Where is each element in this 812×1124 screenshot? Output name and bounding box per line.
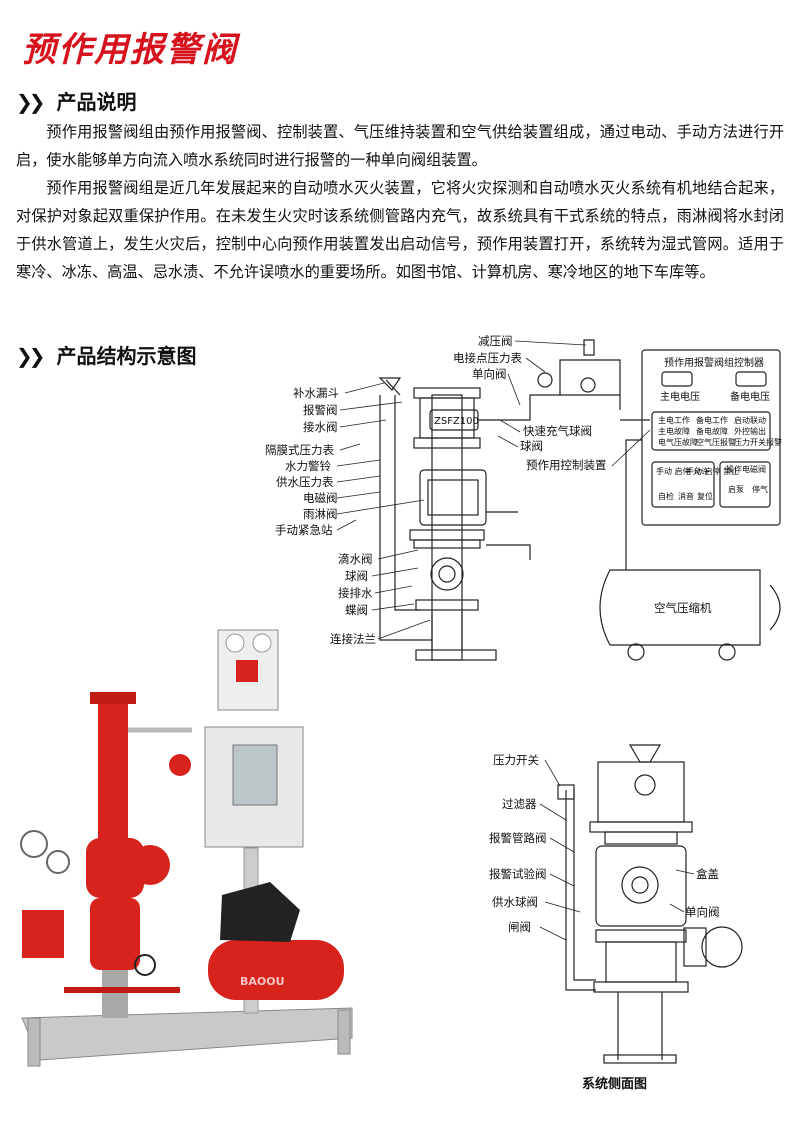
- indicator-3: 主电故障: [658, 426, 690, 436]
- section-heading-label: 产品结构示意图: [56, 344, 197, 368]
- label-deluge-valve: 雨淋阀: [303, 507, 338, 521]
- label-contact-gauge: 电接点压力表: [453, 351, 522, 365]
- top-leader-lines: [507, 340, 587, 406]
- label-preaction-control: 预作用控制装置: [526, 458, 607, 472]
- label-quick-fill-valve: 快速充气球阀: [523, 424, 592, 438]
- main-diagram-leader-lines: [336, 382, 431, 640]
- side-leader-lines: [539, 759, 695, 941]
- main-valve-drawing: [378, 339, 781, 661]
- indicator-4: 备电故障: [696, 426, 728, 436]
- ctrl-right-title: 操作电磁阀: [726, 464, 766, 474]
- indicator-8: 压力开关报警: [734, 437, 782, 447]
- section-heading-description: ❯❯ 产品说明: [16, 86, 136, 115]
- double-chevron-icon: ❯❯: [16, 90, 45, 114]
- side-view-caption: 系统侧面图: [582, 1077, 648, 1092]
- label-side-check-valve: 单向阀: [685, 905, 720, 919]
- label-water-bell: 水力警铃: [285, 459, 331, 473]
- indicator-0: 主电工作: [658, 415, 690, 425]
- label-supply-gauge: 供水压力表: [276, 475, 334, 489]
- indicator-2: 启动联动: [734, 415, 766, 425]
- ctrl-btn-2: 自检: [658, 491, 674, 501]
- controller-backup-power: 备电电压: [730, 390, 770, 403]
- label-drain-connect: 接排水: [338, 586, 373, 600]
- product-photo: BAOOU: [20, 629, 353, 1067]
- ctrl-btn-0: 手动 启停 允许: [656, 466, 709, 476]
- label-drain-valve: 接水阀: [303, 420, 338, 434]
- label-diaphragm-gauge: 隔膜式压力表: [265, 443, 334, 457]
- label-pressure-reducer: 减压阀: [478, 334, 513, 348]
- compressor-brand: BAOOU: [240, 975, 285, 988]
- controller-main-power: 主电电压: [660, 390, 700, 403]
- label-make-up-funnel: 补水漏斗: [293, 386, 339, 400]
- main-diagram-right-labels: 快速充气球阀 球阀 预作用控制装置: [520, 424, 607, 472]
- label-manual-station: 手动紧急站: [275, 523, 333, 537]
- label-drip-valve: 滴水阀: [338, 552, 373, 566]
- controller-title: 预作用报警阀组控制器: [664, 356, 764, 369]
- main-diagram-top-labels: 减压阀 电接点压力表 单向阀: [453, 334, 522, 381]
- section-heading-structure: ❯❯ 产品结构示意图: [16, 340, 196, 369]
- ctrl-btn-1: 手动 启停 禁止: [686, 466, 739, 476]
- ctrl-btn-pump: 启泵: [728, 484, 744, 494]
- ctrl-btn-stop-air: 停气: [752, 484, 768, 494]
- label-connect-flange: 连接法兰: [330, 632, 376, 646]
- right-leader-lines: [497, 419, 651, 467]
- label-right-ball-valve: 球阀: [520, 439, 543, 453]
- valve-plate-text: ZSFZ100: [434, 416, 479, 427]
- double-chevron-icon: ❯❯: [16, 344, 45, 368]
- label-gate-valve: 闸阀: [508, 920, 531, 934]
- controller-panel: 预作用报警阀组控制器 主电电压 备电电压 主电工作 备电工作 启动联动 主电故障…: [656, 356, 782, 501]
- label-alarm-test-valve: 报警试验阀: [489, 867, 547, 881]
- label-pressure-switch: 压力开关: [493, 753, 539, 767]
- indicator-7: 空气压报警: [696, 437, 736, 447]
- side-view-labels: 压力开关 过滤器 报警管路阀 报警试验阀 供水球阀 闸阀 盒盖 单向阀: [489, 753, 720, 934]
- compressor-label: 空气压缩机: [654, 601, 712, 615]
- ctrl-btn-4: 复位: [697, 491, 713, 501]
- label-alarm-line-valve: 报警管路阀: [489, 831, 547, 845]
- label-supply-ball-valve: 供水球阀: [492, 895, 538, 909]
- label-check-valve: 单向阀: [472, 367, 507, 381]
- label-alarm-valve: 报警阀: [303, 403, 338, 417]
- label-solenoid-valve: 电磁阀: [303, 491, 338, 505]
- paragraph-2: 预作用报警阀组是近几年发展起来的自动喷水灭火装置，它将火灾探测和自动喷水灭火系统…: [16, 179, 784, 281]
- indicator-5: 外控输出: [734, 426, 766, 436]
- page-title: 预作用报警阀: [22, 30, 238, 70]
- label-butterfly-valve: 蝶阀: [345, 603, 368, 617]
- indicator-1: 备电工作: [696, 415, 728, 425]
- section-heading-label: 产品说明: [56, 90, 137, 114]
- label-ball-valve: 球阀: [345, 569, 368, 583]
- label-box-cover: 盒盖: [696, 867, 719, 881]
- main-diagram-left-labels: 补水漏斗 报警阀 接水阀 隔膜式压力表 水力警铃 供水压力表 电磁阀 雨淋阀 手…: [265, 386, 376, 646]
- side-view-drawing: [557, 744, 743, 1064]
- indicator-6: 电气压故障: [658, 437, 698, 447]
- label-filter: 过滤器: [502, 797, 537, 811]
- ctrl-btn-3: 消音: [678, 491, 694, 501]
- paragraph-1: 预作用报警阀组由预作用报警阀、控制装置、气压维持装置和空气供给装置组成，通过电动…: [16, 123, 784, 169]
